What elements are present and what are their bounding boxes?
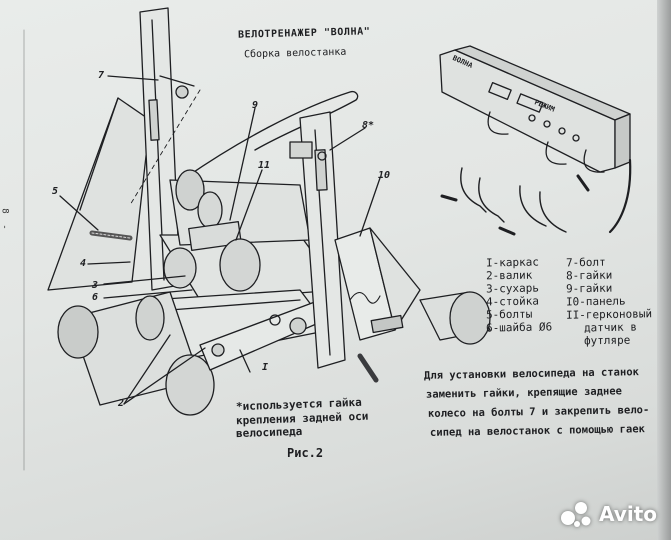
legend-item: футляре bbox=[583, 333, 631, 348]
front-upright bbox=[289, 111, 346, 369]
avito-watermark: Avito bbox=[559, 500, 657, 528]
legend-item: I-каркас bbox=[485, 255, 540, 270]
figure-caption: Рис.2 bbox=[287, 446, 324, 460]
legend-item: 6-шайба Ø6 bbox=[485, 320, 553, 335]
legend-item: I0-панель bbox=[565, 294, 626, 309]
callout-8: 8* bbox=[362, 120, 375, 131]
legend-item: 8-гайки bbox=[565, 268, 613, 283]
end-cap bbox=[419, 291, 491, 345]
side-mark: - bbox=[0, 224, 10, 230]
legend-item: 7-болт bbox=[565, 255, 606, 270]
callout-11: 11 bbox=[258, 160, 271, 171]
mounting-clips bbox=[440, 167, 590, 236]
front-roller bbox=[57, 291, 215, 416]
callout-1: I bbox=[262, 362, 269, 373]
side-mark: 8 bbox=[0, 208, 10, 214]
callout-2: 2 bbox=[118, 398, 125, 409]
watermark-text: Avito bbox=[599, 502, 657, 526]
legend-item: 5-болты bbox=[485, 307, 533, 322]
legend-item: 4-стойка bbox=[485, 294, 540, 309]
legend-item: 2-валик bbox=[485, 268, 533, 283]
callout-4: 4 bbox=[80, 258, 87, 269]
footnote-line: велосипеда bbox=[235, 424, 303, 441]
control-panel bbox=[439, 45, 632, 234]
callout-9: 9 bbox=[252, 100, 259, 111]
callout-3: 3 bbox=[92, 280, 99, 291]
legend-item: 9-гайки bbox=[565, 281, 613, 296]
instruction-line: сипед на велостанок с помощью гаек bbox=[429, 423, 646, 439]
callout-7: 7 bbox=[98, 70, 105, 81]
legend-item: датчик в bbox=[583, 320, 638, 335]
legend-item: II-герконовый bbox=[565, 307, 653, 322]
legend-item: 3-сухарь bbox=[485, 281, 540, 296]
sheet-edge bbox=[657, 0, 671, 540]
callout-6: 6 bbox=[92, 292, 99, 303]
avito-logo-icon bbox=[561, 502, 591, 527]
back-plate bbox=[47, 97, 151, 291]
frame-body bbox=[149, 169, 341, 361]
bolt-5 bbox=[59, 195, 133, 241]
callout-5: 5 bbox=[52, 186, 59, 197]
label-panel bbox=[334, 227, 421, 341]
callout-10: 10 bbox=[378, 170, 391, 181]
